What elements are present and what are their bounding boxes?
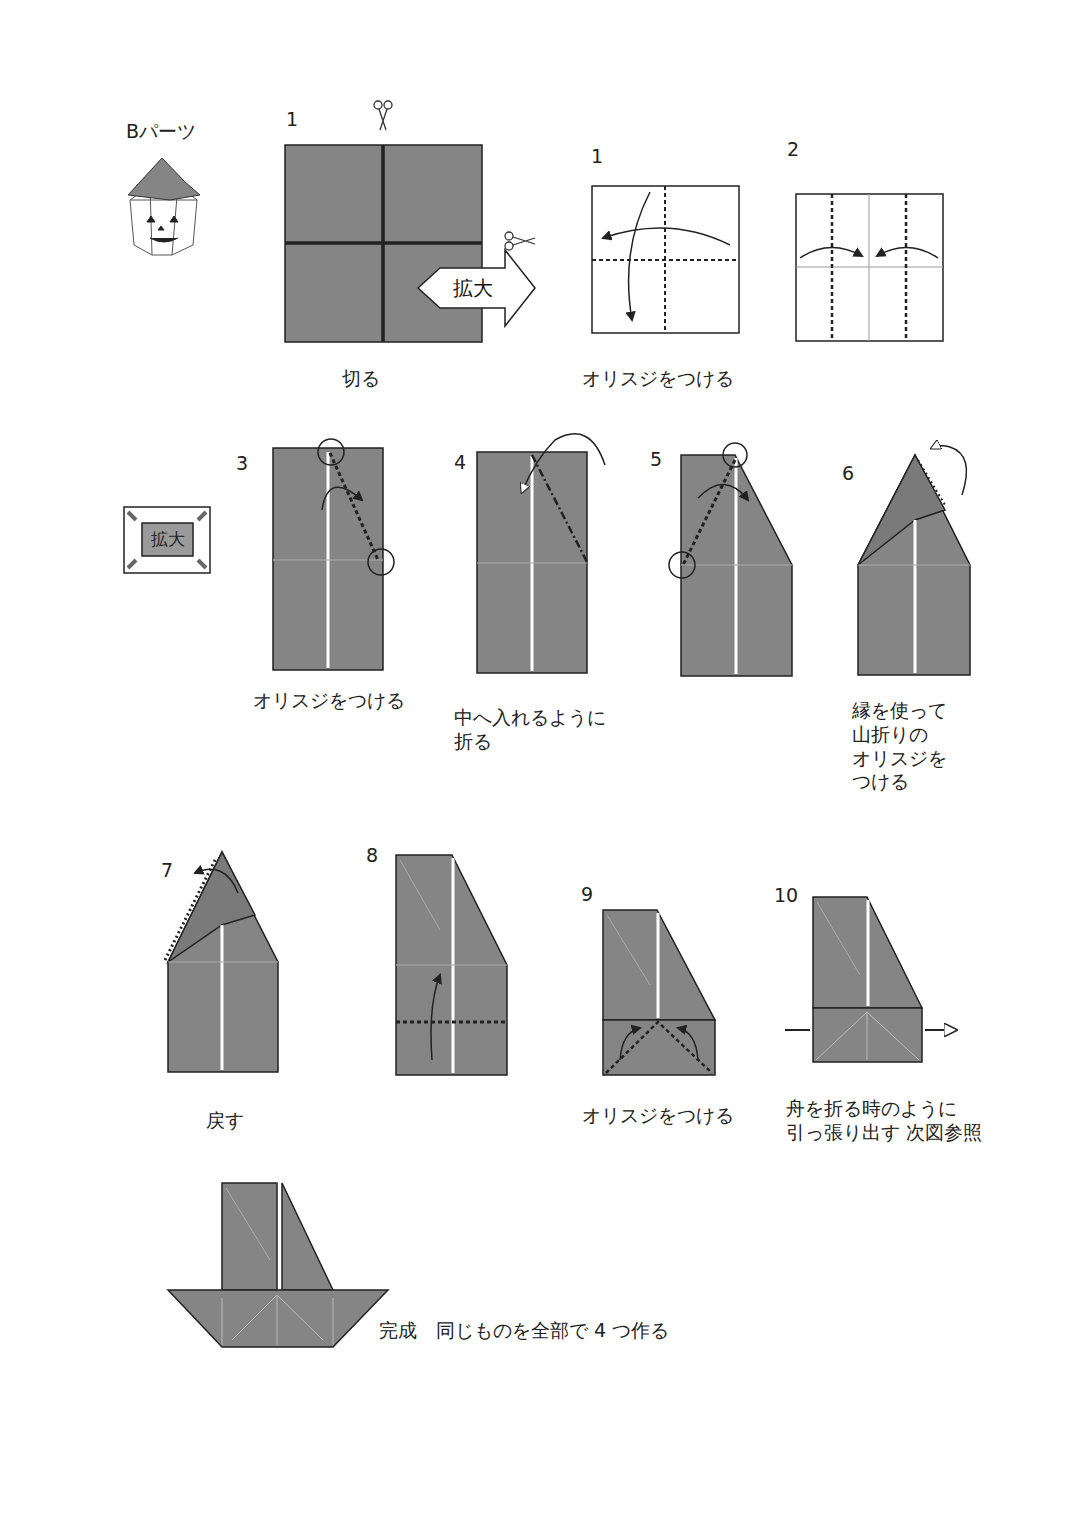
enlarge-icon: 拡大 bbox=[142, 523, 193, 556]
node-text: 拡大 bbox=[453, 275, 493, 302]
step-number: 8 bbox=[366, 844, 378, 868]
step-number: 1 bbox=[591, 145, 603, 169]
instruction: オリスジをつける bbox=[582, 1104, 734, 1128]
instruction: 戻す bbox=[206, 1109, 244, 1133]
instruction: 中へ入れるように 折る bbox=[454, 706, 639, 754]
part-name: Bパーツ bbox=[126, 120, 196, 144]
instruction: 切る bbox=[342, 367, 380, 391]
step-number: 2 bbox=[787, 138, 799, 162]
step-number: 4 bbox=[454, 451, 466, 475]
node-text: 拡大 bbox=[151, 528, 185, 551]
step-number: 7 bbox=[161, 859, 173, 883]
step-number: 6 bbox=[842, 462, 854, 486]
instruction: オリスジをつける bbox=[582, 367, 734, 391]
instruction: 舟を折る時のように 引っ張り出す 次図参照 bbox=[786, 1097, 996, 1145]
completion-note: 完成 同じものを全部で 4 つ作る bbox=[379, 1319, 669, 1343]
enlarge-arrow: 拡大 bbox=[440, 270, 505, 306]
step-number: 3 bbox=[236, 452, 248, 476]
step-number: 9 bbox=[581, 883, 593, 907]
instruction: 縁を使って 山折りの オリスジを つける bbox=[852, 699, 980, 794]
instruction: オリスジをつける bbox=[253, 689, 405, 713]
step-number: 5 bbox=[650, 448, 662, 472]
step-number: 1 bbox=[286, 108, 298, 132]
step-number: 10 bbox=[774, 884, 798, 908]
